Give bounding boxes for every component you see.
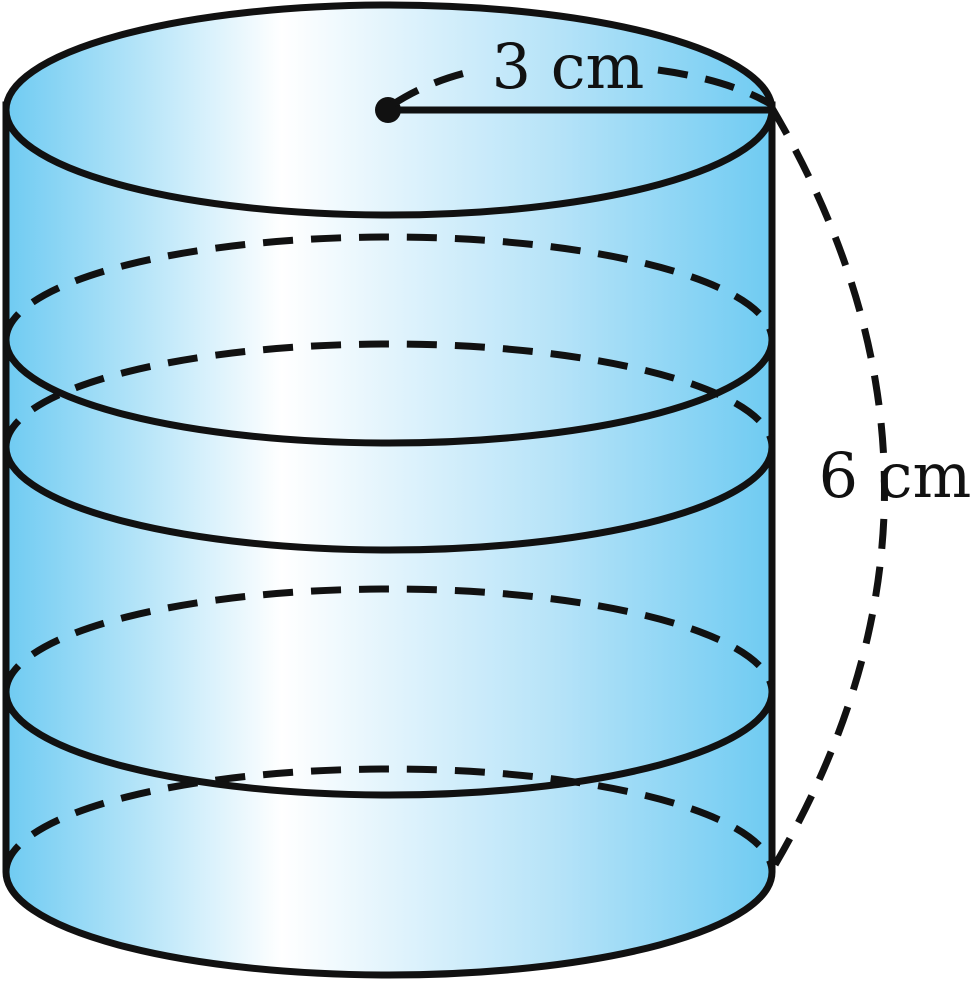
visible-ring-edge-3 <box>2 691 776 799</box>
visible-ring-edge-2 <box>2 446 776 554</box>
height-label: 6 cm <box>819 439 972 512</box>
hidden-ring-edge-1 <box>2 233 776 341</box>
radius-dimension-arc-left <box>390 66 479 108</box>
hidden-base-edge <box>2 765 776 873</box>
cylinder-body <box>2 101 776 979</box>
hidden-ring-edge-2 <box>2 340 776 448</box>
radius-dimension-arc-right <box>657 66 774 109</box>
visible-ring-edge-1 <box>2 339 776 447</box>
hidden-ring-edges <box>2 233 776 873</box>
visible-ring-edges <box>2 339 776 799</box>
hidden-ring-edge-3 <box>2 585 776 693</box>
radius-label: 3 cm <box>492 30 645 103</box>
height-dimension-arc <box>768 106 888 872</box>
